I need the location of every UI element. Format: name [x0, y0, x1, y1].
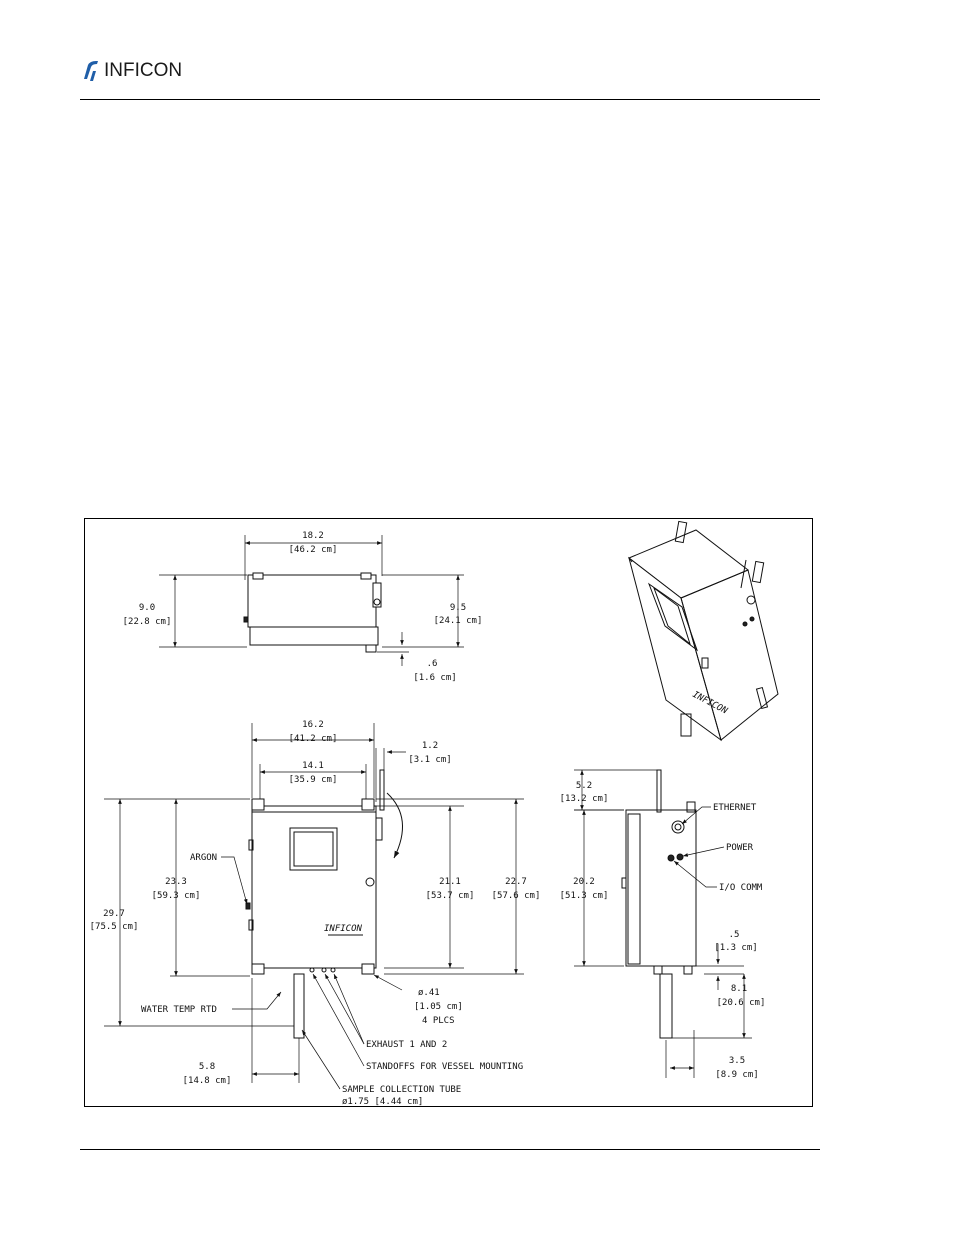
front-inner-width-metric: [35.9 cm] [289, 775, 338, 785]
callout-sample-tube-dia: ø1.75 [4.44 cm] [342, 1097, 423, 1107]
front-hole-count: 4 PLCS [422, 1016, 455, 1026]
side-tube-len: 8.1 [731, 984, 747, 994]
front-overall-width: 16.2 [302, 720, 324, 730]
front-hole-dia: ø.41 [418, 988, 440, 998]
callout-standoffs: STANDOFFS FOR VESSEL MOUNTING [366, 1062, 523, 1072]
side-foot: .5 [729, 930, 740, 940]
callout-water-temp: WATER TEMP RTD [141, 1005, 217, 1015]
front-overall-width-metric: [41.2 cm] [289, 734, 338, 744]
callout-power: POWER [726, 843, 754, 853]
front-view: 16.2 [41.2 cm] 14.1 [35.9 cm] 1.2 [3.1 c… [90, 720, 541, 1086]
figure-frame [84, 518, 813, 1107]
top-width-metric: [46.2 cm] [289, 545, 338, 555]
front-panel-height-metric: [53.7 cm] [426, 891, 475, 901]
front-panel-height: 21.1 [439, 877, 461, 887]
side-view: 5.2 [13.2 cm] 20.2 [51.3 cm] ETHERNET PO… [560, 769, 766, 1080]
side-tube-len-metric: [20.6 cm] [717, 998, 766, 1008]
front-total-height-metric: [75.5 cm] [90, 922, 139, 932]
top-left-height: 9.0 [139, 603, 155, 613]
top-offset-metric: [1.6 cm] [413, 673, 456, 683]
front-body-height: 23.3 [165, 877, 187, 887]
header-rule [80, 99, 820, 100]
side-antenna: 5.2 [576, 781, 592, 791]
isometric-view: INFICON [628, 520, 779, 742]
front-total-height: 29.7 [103, 909, 125, 919]
side-height: 20.2 [573, 877, 595, 887]
top-view: 18.2 [46.2 cm] 9.0 [22.8 cm] 9.5 [24.1 c… [123, 531, 483, 683]
callout-ethernet: ETHERNET [713, 803, 757, 813]
brand-name: INFICON [104, 60, 183, 81]
callout-exhaust: EXHAUST 1 AND 2 [366, 1040, 447, 1050]
top-width: 18.2 [302, 531, 324, 541]
front-mount-height: 22.7 [505, 877, 527, 887]
front-tube-offset-metric: [14.8 cm] [183, 1076, 232, 1086]
front-inner-width: 14.1 [302, 761, 324, 771]
side-height-metric: [51.3 cm] [560, 891, 609, 901]
callouts: ARGON WATER TEMP RTD EXHAUST 1 AND 2 STA… [141, 853, 523, 1107]
side-tube-off-metric: [8.9 cm] [715, 1070, 758, 1080]
callout-argon: ARGON [190, 853, 217, 863]
top-right-height: 9.5 [450, 603, 466, 613]
inficon-logo-mark-icon [84, 61, 98, 81]
front-antenna-metric: [3.1 cm] [408, 755, 451, 765]
front-body-height-metric: [59.3 cm] [152, 891, 201, 901]
side-antenna-metric: [13.2 cm] [560, 794, 609, 804]
front-logo: INFICON [324, 924, 363, 934]
front-tube-offset: 5.8 [199, 1062, 215, 1072]
top-offset: .6 [427, 659, 438, 669]
side-tube-off: 3.5 [729, 1056, 745, 1066]
side-foot-metric: [1.3 cm] [714, 943, 757, 953]
front-hole-dia-metric: [1.05 cm] [414, 1002, 463, 1012]
front-mount-height-metric: [57.6 cm] [492, 891, 541, 901]
inficon-logo: INFICON [80, 56, 182, 86]
footer-rule [80, 1149, 820, 1150]
top-right-height-metric: [24.1 cm] [434, 616, 483, 626]
callout-sample-tube: SAMPLE COLLECTION TUBE [342, 1085, 461, 1095]
top-left-height-metric: [22.8 cm] [123, 617, 172, 627]
callout-io-comm: I/O COMM [719, 883, 763, 893]
front-antenna: 1.2 [422, 741, 438, 751]
dimension-drawing: 18.2 [46.2 cm] 9.0 [22.8 cm] 9.5 [24.1 c… [90, 520, 779, 1107]
